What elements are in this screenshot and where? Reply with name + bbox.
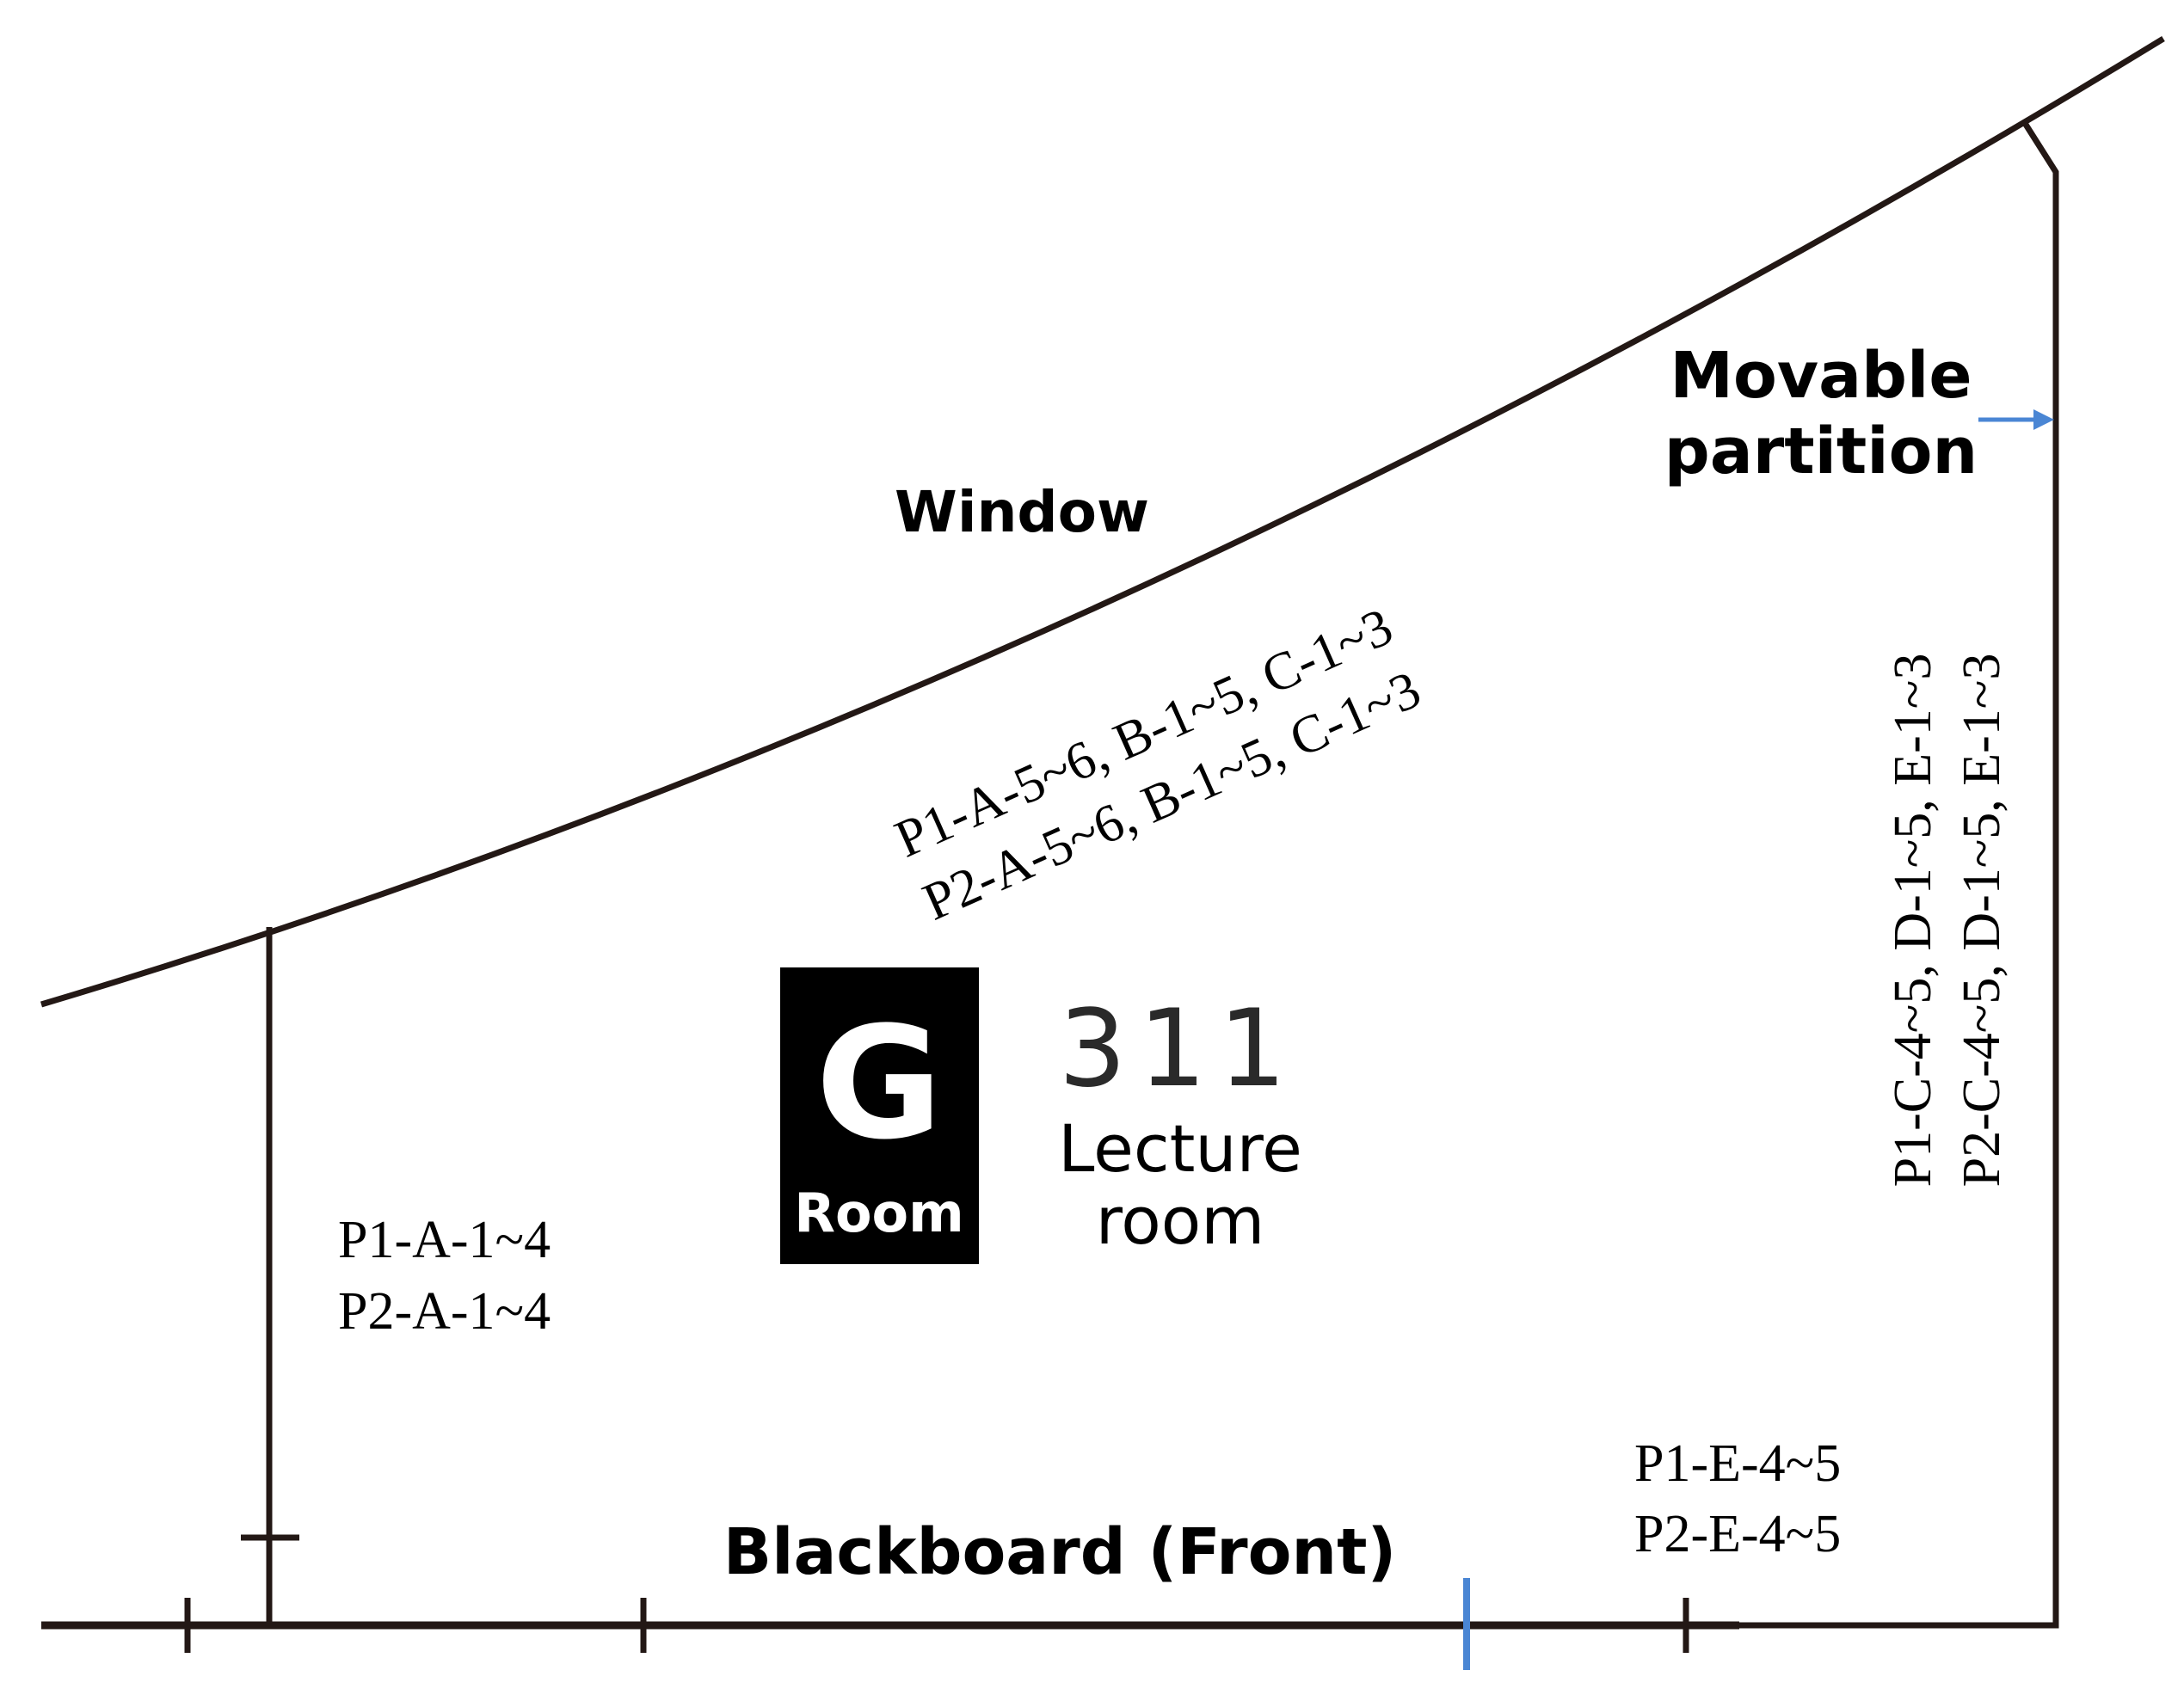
movable-partition-label-line1: Movable xyxy=(1670,339,1972,413)
room-type-line2: room xyxy=(1096,1182,1265,1259)
front-right-zone-line1: P1-E-4~5 xyxy=(1634,1434,1841,1493)
movable-partition-arrow-head xyxy=(2033,409,2054,430)
left-zone-line2: P2-A-1~4 xyxy=(338,1282,551,1341)
right-wall xyxy=(1739,119,2059,1629)
window-label: Window xyxy=(895,479,1149,545)
room-badge-word: Room xyxy=(794,1182,964,1244)
room-number: 311 xyxy=(1059,987,1299,1111)
front-right-zone-line2: P2-E-4~5 xyxy=(1634,1505,1841,1563)
right-zone-line1: P1-C-4~5, D-1~5, E-1~3 xyxy=(1884,654,1942,1188)
right-zone-line2: P2-C-4~5, D-1~5, E-1~3 xyxy=(1953,654,2011,1188)
window-side-zone: P1-A-5~6, B-1~5, C-1~3 P2-A-5~6, B-1~5, … xyxy=(887,598,1429,932)
room-type-line1: Lecture xyxy=(1058,1110,1302,1187)
left-zone-line1: P1-A-1~4 xyxy=(338,1211,551,1269)
right-zone: P1-C-4~5, D-1~5, E-1~3 P2-C-4~5, D-1~5, … xyxy=(1884,654,2011,1188)
window-wall xyxy=(40,36,2165,1008)
room-badge xyxy=(780,967,979,1264)
movable-partition-label-line2: partition xyxy=(1664,414,1978,488)
blackboard-label: Blackboard (Front) xyxy=(723,1515,1397,1589)
room-badge-letter: G xyxy=(815,994,943,1174)
